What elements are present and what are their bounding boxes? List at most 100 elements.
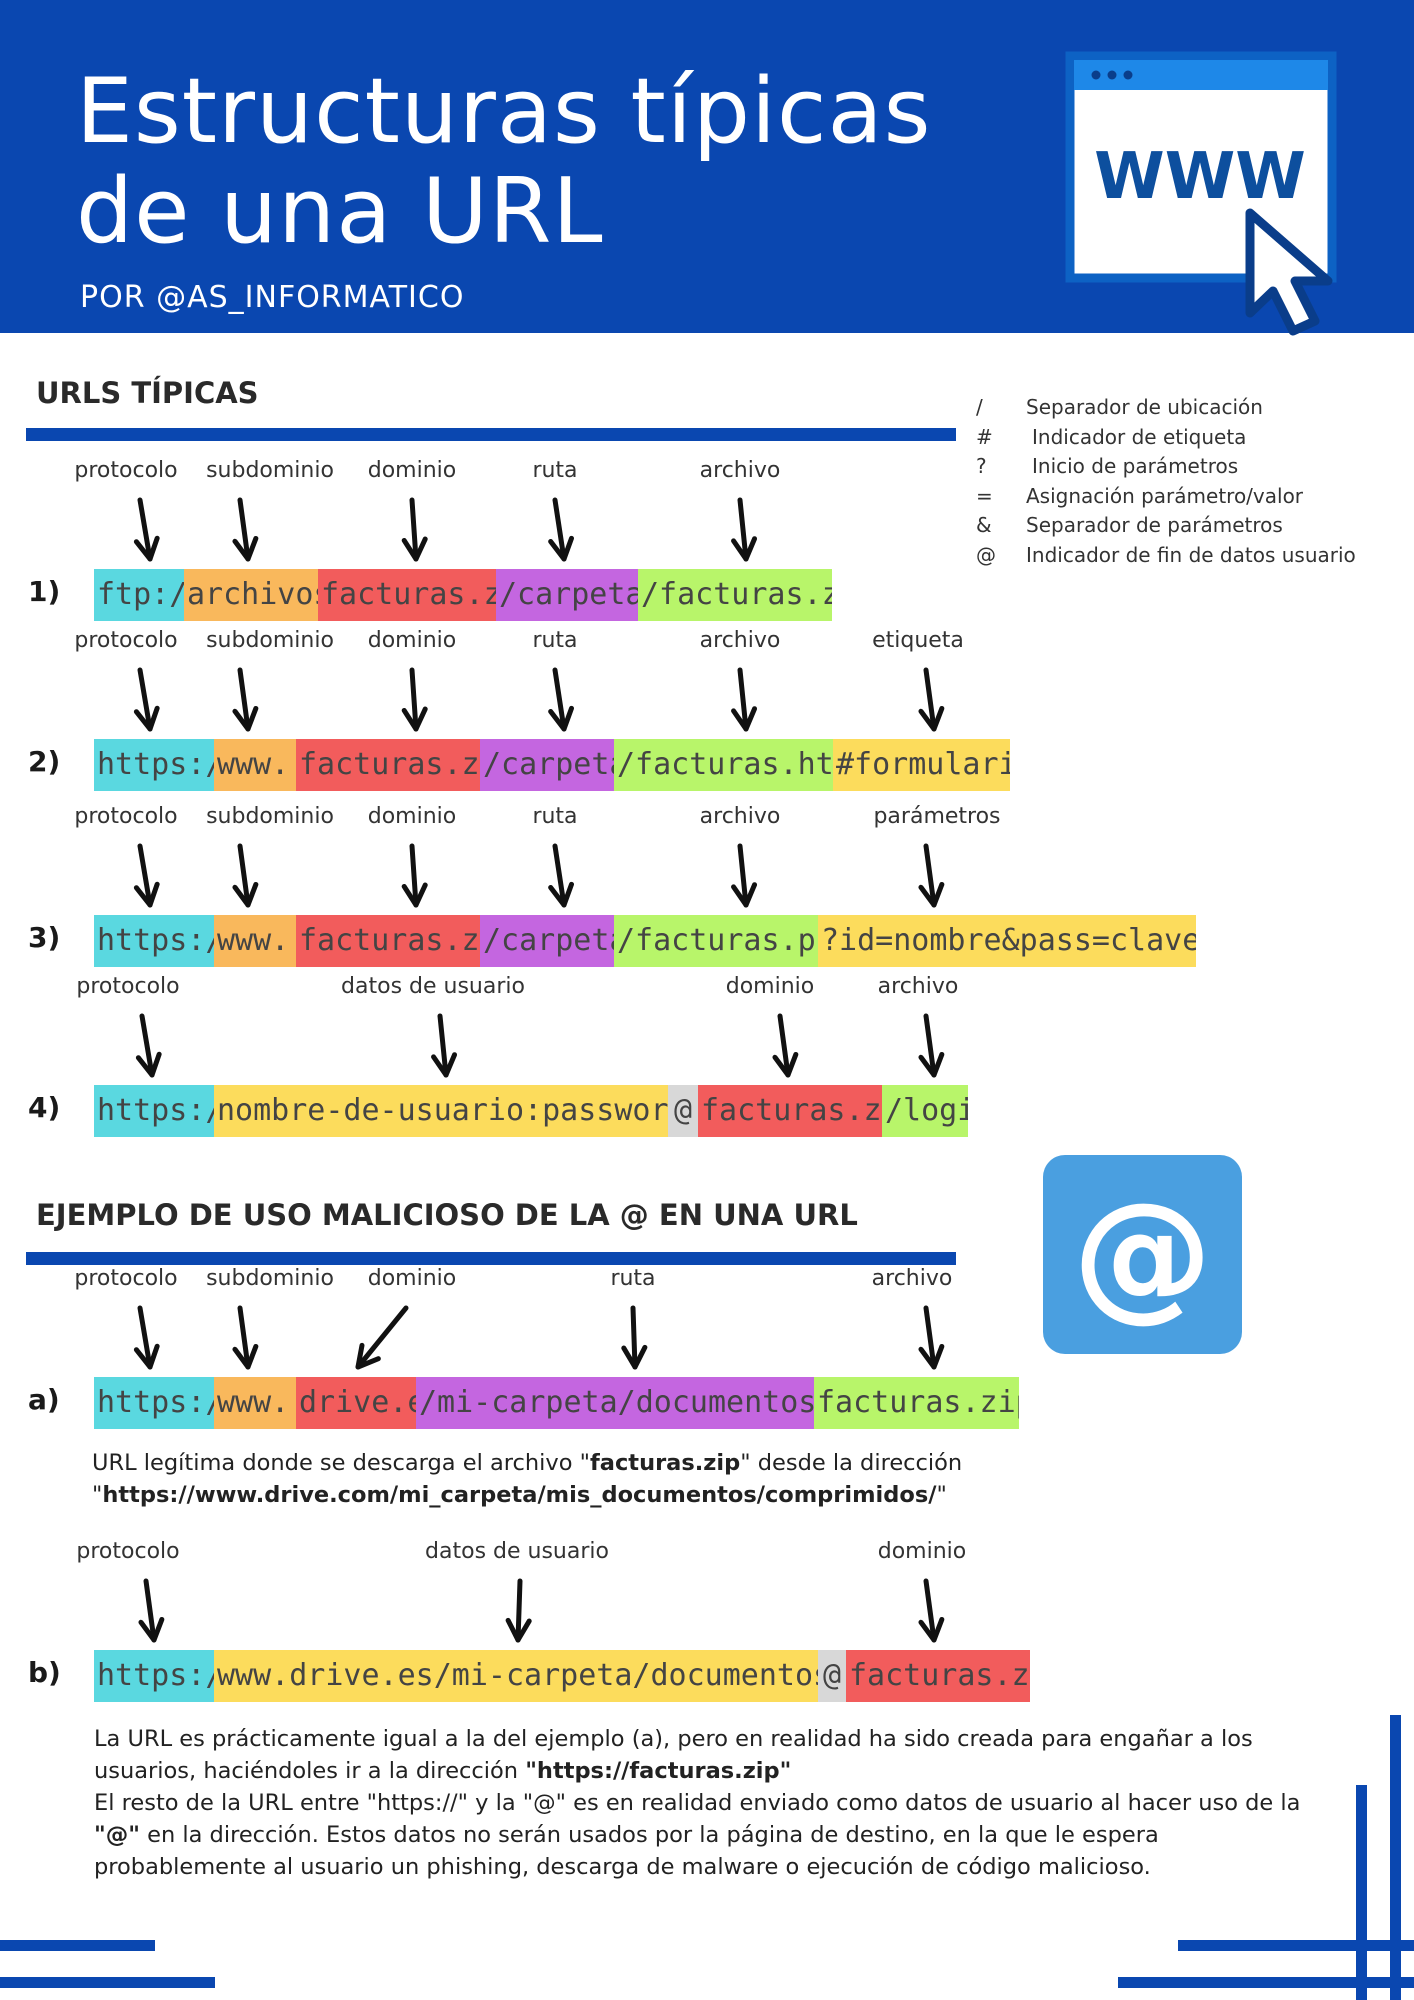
note-b-line-2: usuarios, haciéndoles ir a la dirección — [94, 1758, 526, 1784]
legend-symbol: ? — [976, 454, 987, 479]
note-a-bold-url: https://www.drive.com/mi_carpeta/mis_doc… — [102, 1482, 937, 1508]
url-segment-dominio: facturas.zip — [296, 915, 480, 967]
url-part-label: ruta — [610, 1266, 656, 1291]
legend-description: Inicio de parámetros — [1032, 454, 1239, 479]
url-part-label: dominio — [367, 804, 457, 829]
url-segment-extra: nombre-de-usuario:password — [214, 1085, 668, 1137]
url-part-label: dominio — [725, 974, 815, 999]
legend-symbol: / — [976, 395, 983, 419]
url-row-label: b) — [28, 1656, 61, 1689]
url-part-label: ruta — [532, 804, 578, 829]
section-title-typical: URLS TÍPICAS — [36, 376, 259, 410]
decor-bar — [0, 1977, 215, 1988]
url-segment-dominio: facturas.zip — [296, 739, 480, 791]
url-part-label: protocolo — [74, 804, 178, 829]
section-divider-malicious — [26, 1252, 956, 1265]
url-part-label: subdominio — [206, 804, 334, 829]
legend-description: Separador de ubicación — [1026, 395, 1263, 419]
legend-description: Asignación parámetro/valor — [1026, 483, 1304, 508]
section-divider-typical — [26, 428, 956, 441]
decor-bar — [1118, 1977, 1414, 1988]
url-segment-dominio: facturas.zip — [846, 1650, 1030, 1702]
legend-symbol: # — [976, 424, 993, 449]
decor-bar — [1390, 1715, 1401, 2000]
url-part-label: etiqueta — [872, 628, 964, 653]
url-part-label: subdominio — [206, 1266, 334, 1291]
at-sign-icon: @ — [1043, 1155, 1242, 1354]
title-line-1: Estructuras típicas — [76, 59, 932, 164]
url-segment-dominio: facturas.zip — [698, 1085, 882, 1137]
browser-www-icon: WWW — [1065, 51, 1337, 336]
url-segment-ruta: /carpeta — [480, 915, 614, 967]
url-segment-protocolo: https:// — [94, 1377, 214, 1429]
note-a-text: " — [92, 1482, 103, 1508]
url-segment-protocolo: ftp:// — [94, 569, 184, 621]
url-part-label: archivo — [699, 628, 781, 653]
url-segment-archivo: /login — [882, 1085, 968, 1137]
note-b-line-3: El resto de la URL entre "https://" y la… — [94, 1790, 1301, 1816]
url-row-label: 4) — [28, 1091, 61, 1124]
url-segment-ruta: /carpeta — [480, 739, 614, 791]
url-segment-protocolo: https:// — [94, 1085, 214, 1137]
url-segment-archivo: facturas.zip — [814, 1377, 1019, 1429]
note-b-line-4: en la dirección. Estos datos no serán us… — [139, 1822, 1159, 1848]
url-segment-subdominio: www. — [214, 739, 296, 791]
legend-description: Indicador de fin de datos usuario — [1026, 543, 1356, 567]
url-row-label: a) — [28, 1383, 60, 1416]
note-a-text: URL legítima donde se descarga el archiv… — [92, 1450, 590, 1476]
legend-symbol: = — [976, 483, 993, 508]
url-row-label: 3) — [28, 921, 61, 954]
url-part-label: datos de usuario — [425, 1539, 609, 1564]
url-segment-extra: www.drive.es/mi-carpeta/documentos/ — [214, 1650, 818, 1702]
author-subtitle: POR @AS_INFORMATICO — [80, 280, 465, 315]
note-b: La URL es prácticamente igual a la del e… — [94, 1723, 1300, 1883]
decor-bar — [1178, 1940, 1414, 1951]
url-segment-extra: ?id=nombre&pass=clave — [818, 915, 1196, 967]
legend-symbol: & — [976, 513, 992, 538]
note-a-text: " — [936, 1482, 947, 1508]
cursor-icon — [1245, 208, 1333, 336]
url-part-label: archivo — [699, 458, 781, 483]
url-part-label: archivo — [699, 804, 781, 829]
legend-symbol: @ — [976, 543, 996, 567]
browser-dot-1 — [1091, 70, 1101, 80]
url-segment-protocolo: https:// — [94, 739, 214, 791]
url-part-label: datos de usuario — [341, 974, 525, 999]
www-icon-text: WWW — [1094, 140, 1306, 214]
title-line-2: de una URL — [76, 159, 604, 264]
note-a: URL legítima donde se descarga el archiv… — [92, 1447, 962, 1511]
note-b-bold-url: "https://facturas.zip" — [525, 1758, 792, 1784]
url-segment-ruta: /carpeta — [496, 569, 638, 621]
url-segment-protocolo: https:// — [94, 915, 214, 967]
url-segment-archivo: /facturas.php — [614, 915, 818, 967]
url-part-label: dominio — [367, 458, 457, 483]
url-segment-dominio: facturas.zip — [318, 569, 496, 621]
note-b-bold-at: "@" — [94, 1822, 140, 1848]
legend-description: Separador de parámetros — [1026, 513, 1283, 538]
url-row-label: 1) — [28, 575, 61, 608]
url-part-label: protocolo — [74, 628, 178, 653]
url-part-label: parámetros — [873, 804, 1001, 829]
url-segment-archivo: /facturas.zip — [638, 569, 832, 621]
url-part-label: protocolo — [76, 974, 180, 999]
url-part-label: dominio — [877, 1539, 967, 1564]
url-segment-subdominio: www. — [214, 915, 296, 967]
decor-bar — [0, 1940, 155, 1951]
url-segment-dominio: drive.es — [296, 1377, 416, 1429]
url-segment-ruta: /mi-carpeta/documentos/ — [416, 1377, 814, 1429]
url-row-label: 2) — [28, 745, 61, 778]
url-segment-extra: #formulario — [833, 739, 1010, 791]
url-part-label: archivo — [877, 974, 959, 999]
url-part-label: archivo — [871, 1266, 953, 1291]
url-segment-subdominio: www. — [214, 1377, 296, 1429]
url-part-label: subdominio — [206, 628, 334, 653]
url-part-label: protocolo — [76, 1539, 180, 1564]
url-part-label: dominio — [367, 628, 457, 653]
url-segment-protocolo: https:// — [94, 1650, 214, 1702]
url-segment-arroba: @ — [818, 1650, 846, 1702]
url-part-label: dominio — [367, 1266, 457, 1291]
url-segment-arroba: @ — [668, 1085, 698, 1137]
url-part-label: protocolo — [74, 1266, 178, 1291]
note-a-bold-file: facturas.zip — [590, 1450, 741, 1476]
